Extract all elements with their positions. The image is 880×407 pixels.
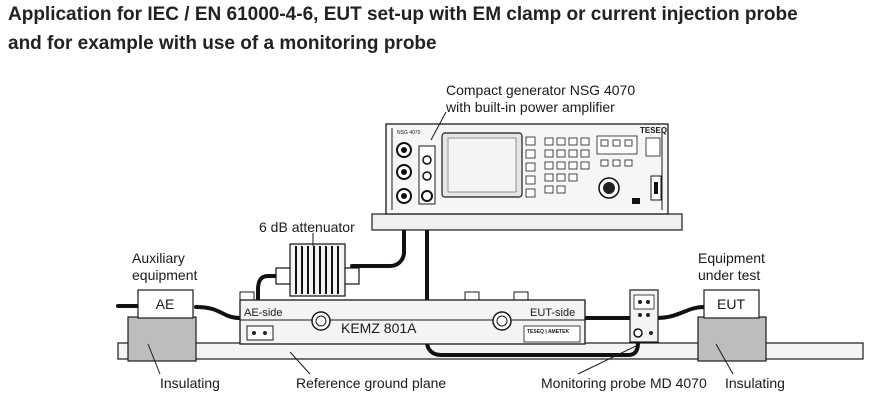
eut-box — [703, 289, 760, 319]
ae-box — [137, 289, 194, 319]
probe-to-eut-cable — [654, 305, 706, 320]
compact-generator: NSG 4070 — [371, 123, 683, 231]
insulating-block-left — [127, 316, 197, 362]
connector-monitor-1 — [422, 155, 432, 165]
page-title-line-2: and for example with use of a monitoring… — [8, 33, 437, 54]
clamp-name-label: KEMZ 801A — [341, 320, 417, 336]
generator-label-line-1: Compact generator NSG 4070 — [446, 82, 635, 98]
leader-lines — [147, 111, 734, 375]
page-title-line-1: Application for IEC / EN 61000-4-6, EUT … — [8, 4, 798, 25]
generator-label-line-2: with built-in power amplifier — [445, 99, 615, 115]
eut-box-label: EUT — [717, 296, 745, 312]
ground-plane-label: Reference ground plane — [296, 375, 446, 391]
generator-stand — [371, 213, 683, 231]
insulating-right-label: Insulating — [725, 375, 785, 391]
generator-to-attenuator-cable — [350, 196, 406, 268]
insulating-left-label: Insulating — [160, 375, 220, 391]
ae-to-clamp-cable — [194, 305, 242, 320]
attenuator-6db — [275, 243, 360, 297]
connector-monitor-in — [421, 190, 433, 202]
attenuator-to-clamp-cable — [256, 274, 286, 302]
aux-equipment-label-line-2: equipment — [132, 267, 197, 283]
insulating-block-right — [697, 316, 767, 362]
clamp-brand: TESEQ | AMETEK — [527, 329, 569, 335]
ae-box-label: AE — [156, 296, 175, 312]
monitoring-probe — [629, 289, 659, 343]
clamp-ae-side-label: AE-side — [244, 307, 283, 319]
monitor-return-cable — [425, 196, 640, 357]
generator-model-mark: NSG 4070 — [397, 130, 421, 136]
clamp-eut-side-label: EUT-side — [530, 307, 575, 319]
eut-label-line-1: Equipment — [698, 250, 765, 266]
generator-keypad — [544, 137, 590, 194]
aux-equipment-label-line-1: Auxiliary — [132, 250, 185, 266]
connector-monitor-2 — [422, 171, 432, 181]
eut-label-line-2: under test — [698, 267, 760, 283]
monitoring-probe-label: Monitoring probe MD 4070 — [541, 375, 707, 391]
generator-brand: TESEQ — [640, 126, 667, 135]
attenuator-label: 6 dB attenuator — [259, 219, 355, 235]
em-clamp: TESEQ | AMETEK — [239, 291, 586, 345]
